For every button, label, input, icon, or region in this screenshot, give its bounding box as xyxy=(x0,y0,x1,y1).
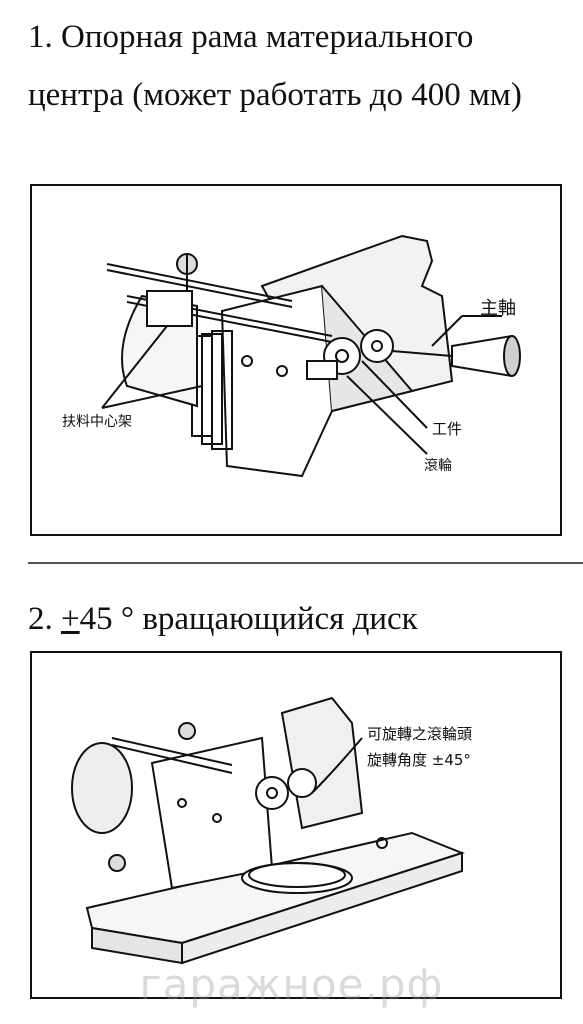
section-2-title: 2. +45 ° вращающийся диск xyxy=(28,590,418,648)
rotating-disk-illustration: 可旋轉之滾輪頭 旋轉角度 ±45° xyxy=(71,696,472,965)
support-frame-illustration: 主軸 工件 滾輪 扶料中心架 xyxy=(62,234,521,478)
label-rotating-roller-head: 可旋轉之滾輪頭 xyxy=(367,725,472,743)
section-2-angle: 45 ° xyxy=(79,601,135,637)
section-divider xyxy=(28,562,583,564)
label-spindle: 主軸 xyxy=(480,298,516,319)
label-support-center: 扶料中心架 xyxy=(62,414,132,430)
section-2-text: вращающийся диск xyxy=(134,601,418,637)
section-1-title: 1. Опорная рама материального центра (мо… xyxy=(28,19,522,113)
support-frame-figure: 主軸 工件 滾輪 扶料中心架 xyxy=(30,184,562,536)
section-2-number: 2. xyxy=(28,601,61,637)
rotating-disk-figure: 可旋轉之滾輪頭 旋轉角度 ±45° xyxy=(30,651,562,999)
label-workpiece: 工件 xyxy=(432,420,462,438)
label-rotation-angle: 旋轉角度 ±45° xyxy=(367,751,471,769)
label-roller: 滾輪 xyxy=(424,457,452,474)
watermark: гаражное.рф xyxy=(139,960,444,1009)
plus-minus-sign: + xyxy=(61,601,80,637)
